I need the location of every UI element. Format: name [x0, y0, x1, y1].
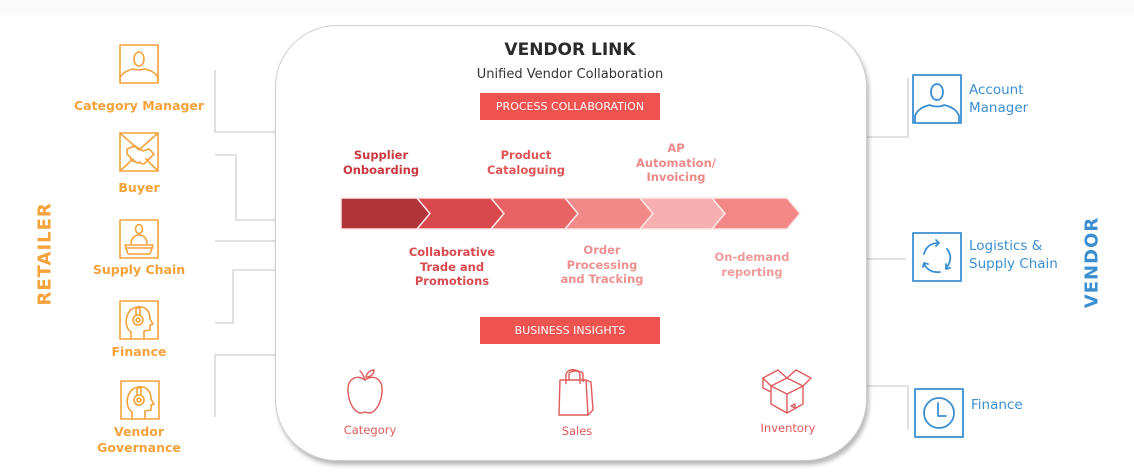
shopping-bag-icon [558, 369, 594, 416]
step-line: Promotions [414, 274, 490, 288]
process-arrow [340, 197, 801, 230]
step-line: Order [583, 243, 621, 257]
retailer-role-vendor-governance: Vendor Governance [80, 424, 198, 456]
arrow-segment-2 [415, 197, 505, 230]
arrow-segment-5 [638, 197, 726, 230]
step-line: Invoicing [646, 170, 706, 184]
retailer-role-finance: Finance [111, 344, 167, 359]
step-supplier-onboarding: Supplier Onboarding [333, 148, 429, 177]
role-line: Manager [969, 100, 1029, 116]
step-ap-automation: AP Automation/ Invoicing [626, 141, 726, 185]
cycle-arrows-icon [912, 232, 962, 282]
retailer-label: RETAILER [34, 202, 56, 306]
step-line: AP [667, 141, 685, 155]
step-on-demand-reporting: On-demand reporting [700, 250, 804, 279]
desk-person-icon [119, 219, 159, 259]
arrow-segment-3 [489, 197, 579, 230]
retailer-role-supply-chain: Supply Chain [92, 262, 186, 277]
arrow-segment-1 [340, 197, 431, 230]
role-line: Supply Chain [969, 256, 1058, 272]
open-box-icon [762, 369, 812, 414]
clock-icon [914, 388, 964, 438]
step-line: Supplier [353, 148, 409, 162]
step-line: Processing [566, 257, 638, 272]
step-line: Cataloguing [486, 162, 566, 177]
step-line: Trade and [419, 259, 485, 274]
handshake-icon [119, 132, 159, 172]
role-line: Logistics & [969, 238, 1043, 254]
connector-vendor-finance [864, 385, 909, 430]
connector-buyer [215, 154, 280, 221]
step-line: Onboarding [342, 162, 420, 177]
vendor-role-finance: Finance [971, 397, 1023, 413]
step-product-cataloguing: Product Cataloguing [478, 148, 574, 177]
step-order-processing: Order Processing and Tracking [550, 243, 654, 287]
headset-head-icon [120, 380, 160, 420]
apple-icon [347, 369, 383, 414]
role-line: Governance [97, 440, 181, 455]
step-line: Product [500, 148, 552, 162]
step-collaborative-trade: Collaborative Trade and Promotions [400, 245, 504, 289]
top-band [0, 0, 1134, 14]
step-line: and Tracking [560, 272, 644, 286]
retailer-role-category-manager: Category Manager [73, 98, 205, 113]
role-line: Account [969, 82, 1024, 98]
person-icon [119, 44, 159, 84]
business-insights-banner: BUSINESS INSIGHTS [480, 317, 660, 344]
arrow-segment-6 [710, 197, 801, 230]
vendor-role-logistics-supply-chain: Logistics & Supply Chain [969, 237, 1089, 273]
process-collaboration-banner: PROCESS COLLABORATION [480, 93, 660, 120]
insight-sales-label: Sales [561, 424, 593, 438]
vendor-role-account-manager: Account Manager [969, 81, 1089, 117]
insight-category-label: Category [343, 423, 397, 437]
connector-account-manager [864, 78, 909, 138]
insight-inventory-label: Inventory [760, 421, 816, 435]
connector-vendor-governance [214, 354, 280, 417]
page-title: VENDOR LINK [504, 40, 636, 60]
step-line: reporting [721, 264, 783, 279]
person-icon [912, 74, 962, 124]
retailer-role-buyer: Buyer [118, 180, 160, 195]
connector-category-manager [214, 70, 280, 133]
connector-finance [215, 269, 280, 324]
step-line: Collaborative [408, 245, 496, 259]
role-line: Vendor [113, 424, 165, 439]
step-line: On-demand [714, 250, 790, 264]
page-subtitle: Unified Vendor Collaboration [476, 67, 664, 82]
headset-head-icon [119, 300, 159, 340]
step-line: Automation/ [636, 155, 716, 170]
arrow-segment-4 [563, 197, 654, 230]
